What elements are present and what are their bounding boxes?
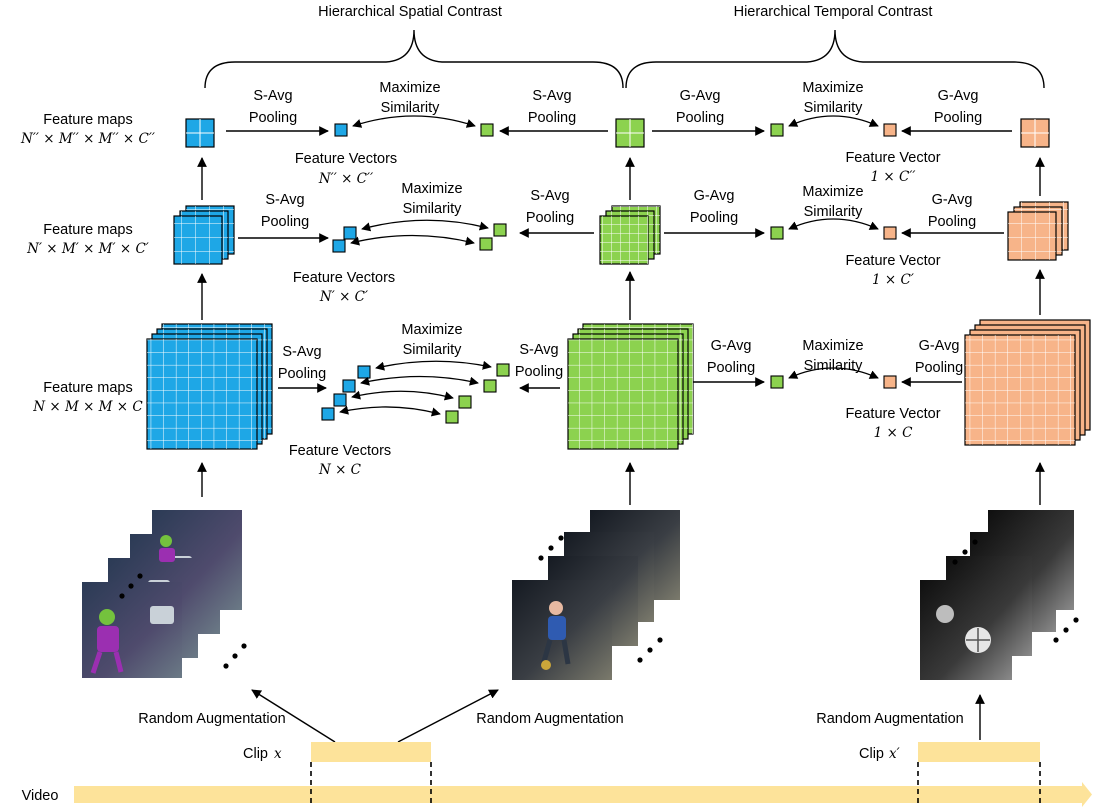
clip-x-prime-symbol: x′ [889,746,900,762]
pooling-label-l3-right: Pooling [528,110,576,126]
similarity-label-spatial-l1: Similarity [403,342,463,358]
augmented-frames-left [82,510,247,678]
video-label: Video [22,788,59,804]
maximize-label-temporal-l3: Maximize [802,80,863,96]
feature-vector-label-l2: Feature Vector [845,253,940,269]
s-avg-label-l3-left: S-Avg [253,88,292,104]
similarity-label-temporal-l3: Similarity [804,100,864,116]
feature-vector-dims-l3: 1 × C′′ [871,169,916,185]
augmented-frames-right [920,510,1079,680]
spatial-vectors-level3 [334,115,494,137]
g-avg-label-l3-right: G-Avg [938,88,979,104]
feature-maps-dims-level3: N′′ × M′′ × M′′ × C′′ [20,131,155,147]
pooling-label-g-l2-left: Pooling [690,210,738,226]
feature-vectors-dims-l2: N′ × C′ [319,289,368,305]
g-avg-label-l2-left: G-Avg [694,188,735,204]
feature-maps-label-level1: Feature maps [43,380,132,396]
similarity-label-spatial-l3: Similarity [381,100,441,116]
pooling-label-g-l2-right: Pooling [928,214,976,230]
temporal-vectors-level2 [770,218,897,240]
g-avg-label-l2-right: G-Avg [932,192,973,208]
pooling-label-l3-left: Pooling [249,110,297,126]
feature-vector-dims-l1: 1 × C [874,425,913,441]
clip-x-prime-label: Clip x′ [859,746,900,762]
video-timeline-arrowhead [1082,782,1092,807]
maximize-label-spatial-l1: Maximize [401,322,462,338]
feature-vectors-label-l3: Feature Vectors [295,151,397,167]
pooling-label-l1-left: Pooling [278,366,326,382]
pooling-arrows [226,126,1012,393]
green-feature-map-level2 [599,205,661,265]
temporal-vectors-level3 [770,115,897,137]
similarity-label-spatial-l2: Similarity [403,201,463,217]
blue-feature-map-level1 [146,323,273,450]
s-avg-label-l3-right: S-Avg [532,88,571,104]
feature-vectors-label-l2: Feature Vectors [293,270,395,286]
green-feature-map-level3 [615,118,645,148]
temporal-vectors-level1 [770,367,897,389]
maximize-label-spatial-l2: Maximize [401,181,462,197]
clip-boundary-lines [310,762,1041,806]
pooling-label-g-l1-right: Pooling [915,360,963,376]
random-augmentation-middle: Random Augmentation [476,711,624,727]
spatial-brace [204,29,624,89]
clip-x-prime-bar [918,742,1040,762]
similarity-label-temporal-l2: Similarity [804,204,864,220]
augmentation-arrows [251,689,499,743]
video-timeline-bar [74,786,1082,803]
feature-maps-dims-level2: N′ × M′ × M′ × C′ [26,241,149,257]
maximize-label-spatial-l3: Maximize [379,80,440,96]
feature-maps-label-level2: Feature maps [43,222,132,238]
orange-feature-map-level2 [1007,201,1069,261]
pooling-label-g-l3-right: Pooling [934,110,982,126]
clip-label-left: Clip [243,746,268,762]
orange-feature-map-level3 [1020,118,1050,148]
clip-x-label: Clip x [243,746,282,762]
feature-vector-label-l1: Feature Vector [845,406,940,422]
pooling-label-l2-right: Pooling [526,210,574,226]
temporal-brace [625,29,1045,89]
g-avg-label-l3-left: G-Avg [680,88,721,104]
feature-maps-label-level3: Feature maps [43,112,132,128]
pooling-label-l2-left: Pooling [261,214,309,230]
pooling-label-g-l3-left: Pooling [676,110,724,126]
feature-maps-dims-level1: N × M × M × C [32,399,143,415]
s-avg-label-l1-left: S-Avg [282,344,321,360]
blue-feature-map-level2 [173,205,235,265]
pooling-label-l1-right: Pooling [515,364,563,380]
blue-feature-map-level3 [185,118,215,148]
g-avg-label-l1-left: G-Avg [711,338,752,354]
orange-feature-map-level1 [964,319,1091,446]
augmented-frames-middle [512,510,680,680]
vertical-arrows [197,157,1045,740]
feature-vector-label-l3: Feature Vector [845,150,940,166]
feature-vectors-dims-l1: N × C [318,462,362,478]
clip-x-bar [311,742,431,762]
feature-vectors-label-l1: Feature Vectors [289,443,391,459]
g-avg-label-l1-right: G-Avg [919,338,960,354]
random-augmentation-right: Random Augmentation [816,711,964,727]
random-augmentation-left: Random Augmentation [138,711,286,727]
pooling-label-g-l1-left: Pooling [707,360,755,376]
spatial-vectors-level2 [332,219,507,253]
maximize-label-temporal-l2: Maximize [802,184,863,200]
s-avg-label-l1-right: S-Avg [519,342,558,358]
similarity-label-temporal-l1: Similarity [804,358,864,374]
clip-label-right: Clip [859,746,884,762]
feature-vector-dims-l2: 1 × C′ [872,272,914,288]
s-avg-label-l2-right: S-Avg [530,188,569,204]
spatial-vectors-level1 [321,360,510,424]
green-feature-map-level1 [567,323,694,450]
spatial-contrast-title: Hierarchical Spatial Contrast [318,4,502,20]
clip-x-symbol: x [274,746,282,762]
feature-vectors-dims-l3: N′′ × C′′ [318,171,373,187]
maximize-label-temporal-l1: Maximize [802,338,863,354]
temporal-contrast-title: Hierarchical Temporal Contrast [734,4,933,20]
s-avg-label-l2-left: S-Avg [265,192,304,208]
